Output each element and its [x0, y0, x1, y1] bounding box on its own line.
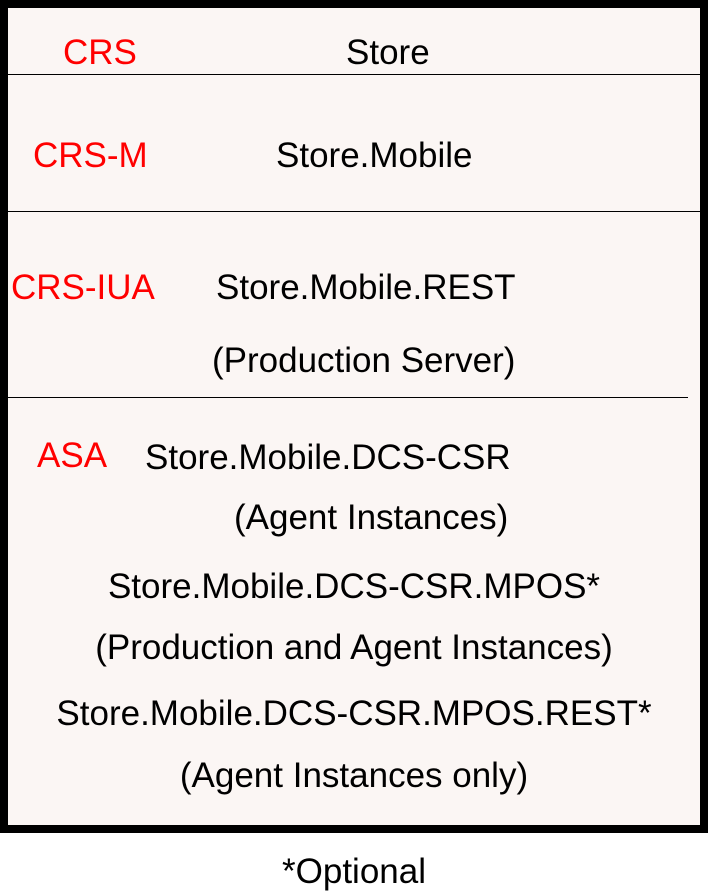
row-note-agent-instances-only: (Agent Instances only): [179, 756, 529, 795]
row-name-dcs-csr: Store.Mobile.DCS-CSR: [145, 438, 511, 477]
row-divider: [8, 74, 700, 75]
row-note-production-server: (Production Server): [212, 341, 516, 380]
optional-footnote: *Optional: [282, 852, 426, 891]
row-name-store-mobile-rest: Store.Mobile.REST: [216, 268, 516, 307]
row-name-store-mobile: Store.Mobile: [276, 136, 473, 175]
row-divider: [8, 397, 688, 398]
row-code-crs-m: CRS-M: [33, 136, 148, 175]
row-name-store: Store: [346, 33, 430, 72]
row-name-dcs-csr-mpos-rest: Store.Mobile.DCS-CSR.MPOS.REST*: [56, 694, 652, 733]
row-note-production-and-agent-instances: (Production and Agent Instances): [95, 628, 613, 667]
row-note-agent-instances: (Agent Instances): [234, 498, 509, 537]
row-divider: [8, 211, 700, 212]
diagram-panel: CRS Store CRS-M Store.Mobile CRS-IUA Sto…: [0, 0, 708, 833]
row-name-dcs-csr-mpos: Store.Mobile.DCS-CSR.MPOS*: [107, 567, 601, 606]
row-code-crs-iua: CRS-IUA: [11, 268, 155, 307]
row-code-crs: CRS: [63, 33, 137, 72]
row-code-asa: ASA: [37, 436, 108, 475]
